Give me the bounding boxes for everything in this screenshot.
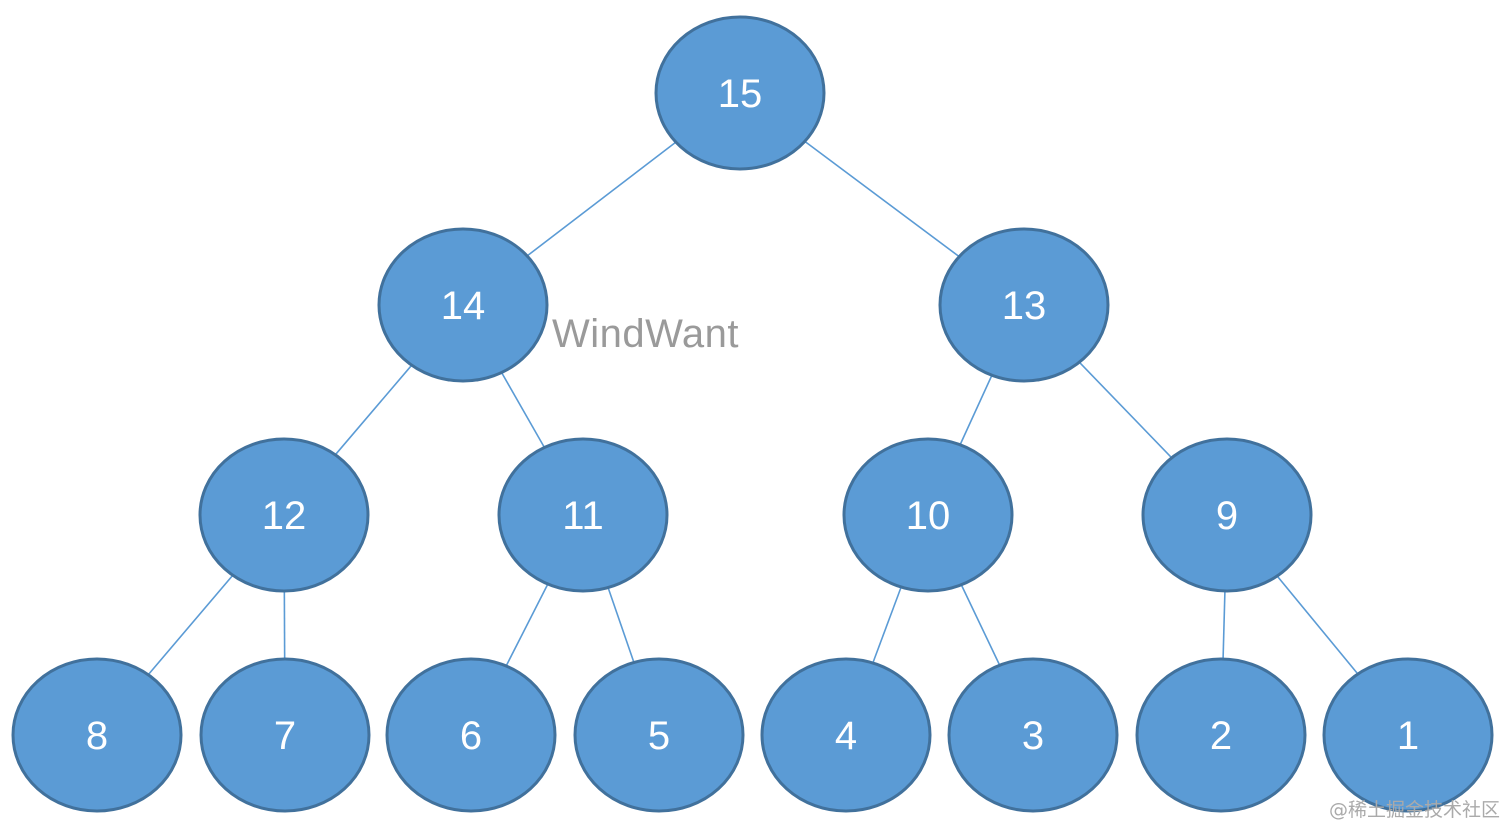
edge-n13-n10	[960, 375, 992, 445]
edge-n14-n12	[335, 365, 411, 455]
node-label: 8	[86, 714, 108, 758]
node-label: 12	[262, 494, 307, 538]
node-label: 7	[274, 714, 296, 758]
tree-node-13: 13	[940, 229, 1108, 381]
node-label: 10	[906, 494, 951, 538]
edge-n11-n5	[608, 588, 634, 663]
tree-node-10: 10	[844, 439, 1012, 591]
tree-node-14: 14	[379, 229, 547, 381]
edge-n10-n3	[961, 585, 999, 665]
tree-node-15: 15	[656, 17, 824, 169]
node-label: 6	[460, 714, 482, 758]
tree-node-9: 9	[1143, 439, 1311, 591]
tree-node-5: 5	[575, 659, 743, 811]
edge-n14-n11	[502, 373, 545, 448]
tree-node-1: 1	[1324, 659, 1492, 811]
node-label: 13	[1002, 284, 1047, 328]
node-label: 11	[562, 494, 604, 538]
edge-n12-n8	[148, 575, 233, 675]
tree-node-11: 11	[499, 439, 667, 591]
edge-n15-n14	[527, 142, 676, 256]
edges-layer	[148, 141, 1358, 674]
tree-node-6: 6	[387, 659, 555, 811]
node-label: 9	[1216, 494, 1238, 538]
nodes-layer: 15 14 13 12 11 10 9 8 7 6 5 4 3 2 1	[13, 17, 1492, 811]
tree-node-12: 12	[200, 439, 368, 591]
tree-node-8: 8	[13, 659, 181, 811]
tree-node-4: 4	[762, 659, 930, 811]
node-label: 14	[441, 284, 486, 328]
tree-node-3: 3	[949, 659, 1117, 811]
edge-n11-n6	[506, 584, 548, 666]
node-label: 3	[1022, 714, 1044, 758]
edge-n9-n2	[1223, 591, 1225, 659]
node-label: 2	[1210, 714, 1232, 758]
edge-n10-n4	[873, 587, 901, 663]
edge-n13-n9	[1079, 362, 1171, 458]
watermark-text: WindWant	[552, 312, 739, 357]
node-label: 1	[1397, 714, 1419, 758]
node-label: 15	[718, 72, 763, 116]
source-credit: @稀土掘金技术社区	[1329, 795, 1500, 822]
edge-n9-n1	[1277, 576, 1358, 674]
tree-node-2: 2	[1137, 659, 1305, 811]
node-label: 4	[835, 714, 857, 758]
tree-node-7: 7	[201, 659, 369, 811]
node-label: 5	[648, 714, 670, 758]
edge-n15-n13	[805, 141, 959, 256]
